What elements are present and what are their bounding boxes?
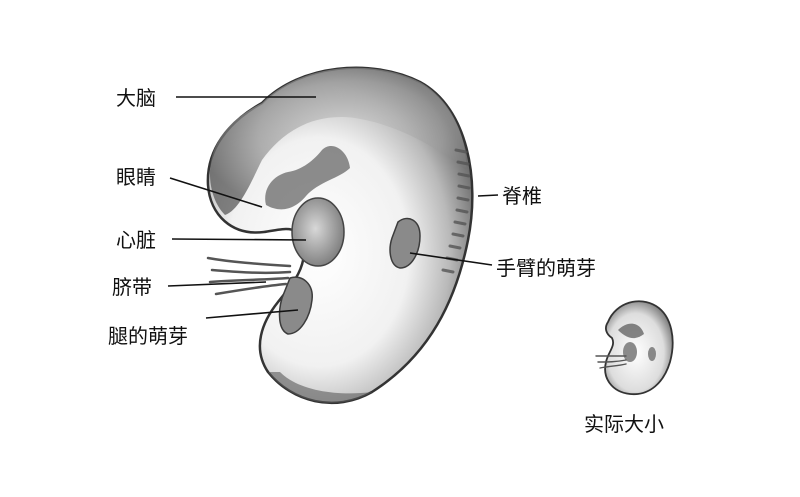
umbilical-cord-strands — [206, 256, 292, 296]
label-spine: 脊椎 — [502, 184, 542, 208]
label-actual-size: 实际大小 — [584, 412, 664, 436]
pointer-lines — [167, 96, 499, 319]
label-heart: 心脏 — [116, 228, 156, 252]
label-leg-bud: 腿的萌芽 — [108, 324, 188, 348]
actual-size-embryo — [595, 300, 674, 395]
label-umbilical-cord: 脐带 — [112, 275, 152, 299]
label-eye: 眼睛 — [116, 165, 156, 189]
embryo-body — [206, 66, 474, 405]
label-brain: 大脑 — [116, 86, 156, 110]
label-arm-bud: 手臂的萌芽 — [496, 256, 596, 280]
